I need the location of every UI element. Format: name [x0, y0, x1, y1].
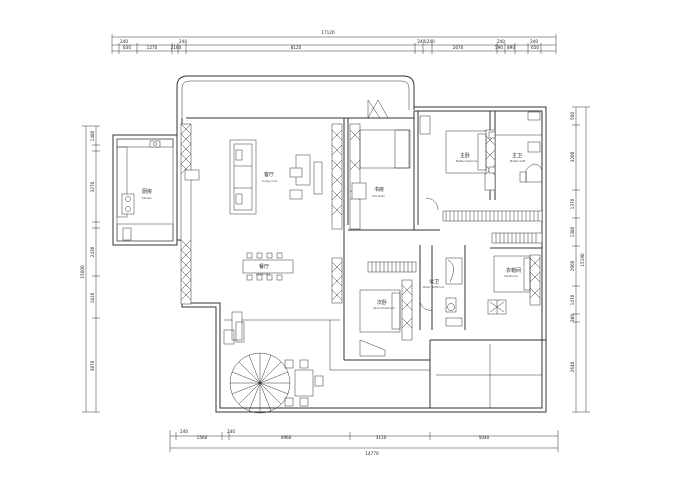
second-bedroom-sublabel: Second bedroom — [373, 306, 395, 310]
dim-bottom-1: 240 — [180, 429, 188, 434]
dim-left-5: 3870 — [90, 360, 95, 371]
dim-top-2: 240 — [179, 39, 187, 44]
dim-top-8: 2160 — [171, 45, 182, 50]
exterior-walls — [112, 75, 547, 413]
living-room: 客厅 Living room — [184, 139, 323, 215]
dim-top-4: 240 — [497, 39, 505, 44]
dim-left-3: 2430 — [90, 246, 95, 257]
dim-top-7: 1270 — [147, 45, 158, 50]
terrace — [223, 321, 324, 414]
bottom-dimensions: 240 1560 240 4960 3110 5040 14770 — [169, 429, 559, 456]
kitchen: 厨房 Kitchen — [116, 138, 174, 242]
dim-top-10: 2670 — [453, 45, 464, 50]
top-dimensions: 17120 240 240 240|240 240 240 830 1270 2… — [111, 30, 557, 54]
kitchen-label: 厨房 — [142, 188, 152, 195]
dining-area: 餐厅 Restaurant — [242, 252, 294, 281]
dim-top-6: 830 — [123, 45, 131, 50]
master-bath-label: 主卫 — [512, 152, 522, 159]
armchair-icons — [184, 167, 303, 200]
study-sublabel: The study — [372, 194, 385, 198]
public-bath-sublabel: Public Bathroom — [423, 285, 445, 289]
dim-bottom-4: 4960 — [281, 435, 292, 440]
dim-top-12: 890 — [507, 45, 515, 50]
dim-bottom-6: 5040 — [479, 435, 490, 440]
dim-right-3: 1370 — [570, 198, 575, 209]
living-sublabel: Living room — [262, 179, 278, 183]
dim-top-3: 240|240 — [417, 39, 435, 44]
dim-left-2: 3270 — [90, 181, 95, 192]
cloakroom: 衣帽间 Cloakroom — [487, 255, 531, 315]
dim-top-11: 590 — [495, 45, 503, 50]
study-label: 书房 — [374, 186, 384, 193]
cloakroom-label: 衣帽间 — [506, 267, 521, 274]
master-bathroom: 主卫 Master bath — [495, 111, 543, 183]
left-dimensions: 15000 1480 3270 2430 1810 3870 — [80, 125, 100, 413]
interior-walls — [186, 111, 546, 408]
master-bedroom-label: 主卧 — [460, 152, 470, 159]
dim-right-6: 1470 — [570, 294, 575, 305]
public-bathroom: 公卫 Public Bathroom — [419, 257, 463, 327]
dim-left-total: 15000 — [80, 265, 85, 279]
second-bedroom-label: 次卧 — [377, 299, 387, 306]
cloakroom-sublabel: Cloakroom — [504, 274, 518, 278]
master-bedroom: 主卧 Master bedroom — [425, 130, 496, 211]
study: 书房 The study — [351, 99, 411, 200]
dim-right-total: 15190 — [580, 253, 585, 267]
dim-right-7: 380 — [570, 314, 575, 322]
dim-bottom-5: 3110 — [376, 435, 387, 440]
living-label: 客厅 — [264, 171, 274, 178]
dim-top-1: 240 — [120, 39, 128, 44]
dining-sublabel: Restaurant — [256, 272, 270, 276]
dim-right-1: 560 — [570, 112, 575, 120]
public-bath-label: 公卫 — [429, 279, 439, 285]
master-bath-sublabel: Master bath — [510, 159, 526, 163]
dim-left-1: 1480 — [90, 130, 95, 141]
dim-right-2: 3200 — [570, 151, 575, 162]
dim-bottom-3: 240 — [227, 429, 235, 434]
right-dimensions: 560 3200 1370 1380 2960 1470 380 2640 15… — [570, 106, 590, 413]
dim-bottom-2: 1560 — [197, 435, 208, 440]
kitchen-sublabel: Kitchen — [142, 196, 152, 200]
dim-left-4: 1810 — [90, 292, 95, 303]
master-bedroom-sublabel: Master bedroom — [456, 159, 478, 163]
dim-right-5: 2960 — [570, 260, 575, 271]
dim-top-total: 17120 — [321, 30, 335, 35]
dim-right-8: 2640 — [570, 361, 575, 372]
dim-top-5: 240 — [530, 39, 538, 44]
dining-label: 餐厅 — [259, 263, 269, 270]
parasol-icon — [229, 352, 291, 414]
dim-bottom-total: 14770 — [365, 451, 379, 456]
dim-top-9: 8120 — [291, 45, 302, 50]
second-bedroom: 次卧 Second bedroom — [359, 289, 401, 357]
windows — [180, 115, 543, 341]
dim-right-4: 1380 — [570, 226, 575, 237]
dim-top-13: 650 — [531, 45, 539, 50]
